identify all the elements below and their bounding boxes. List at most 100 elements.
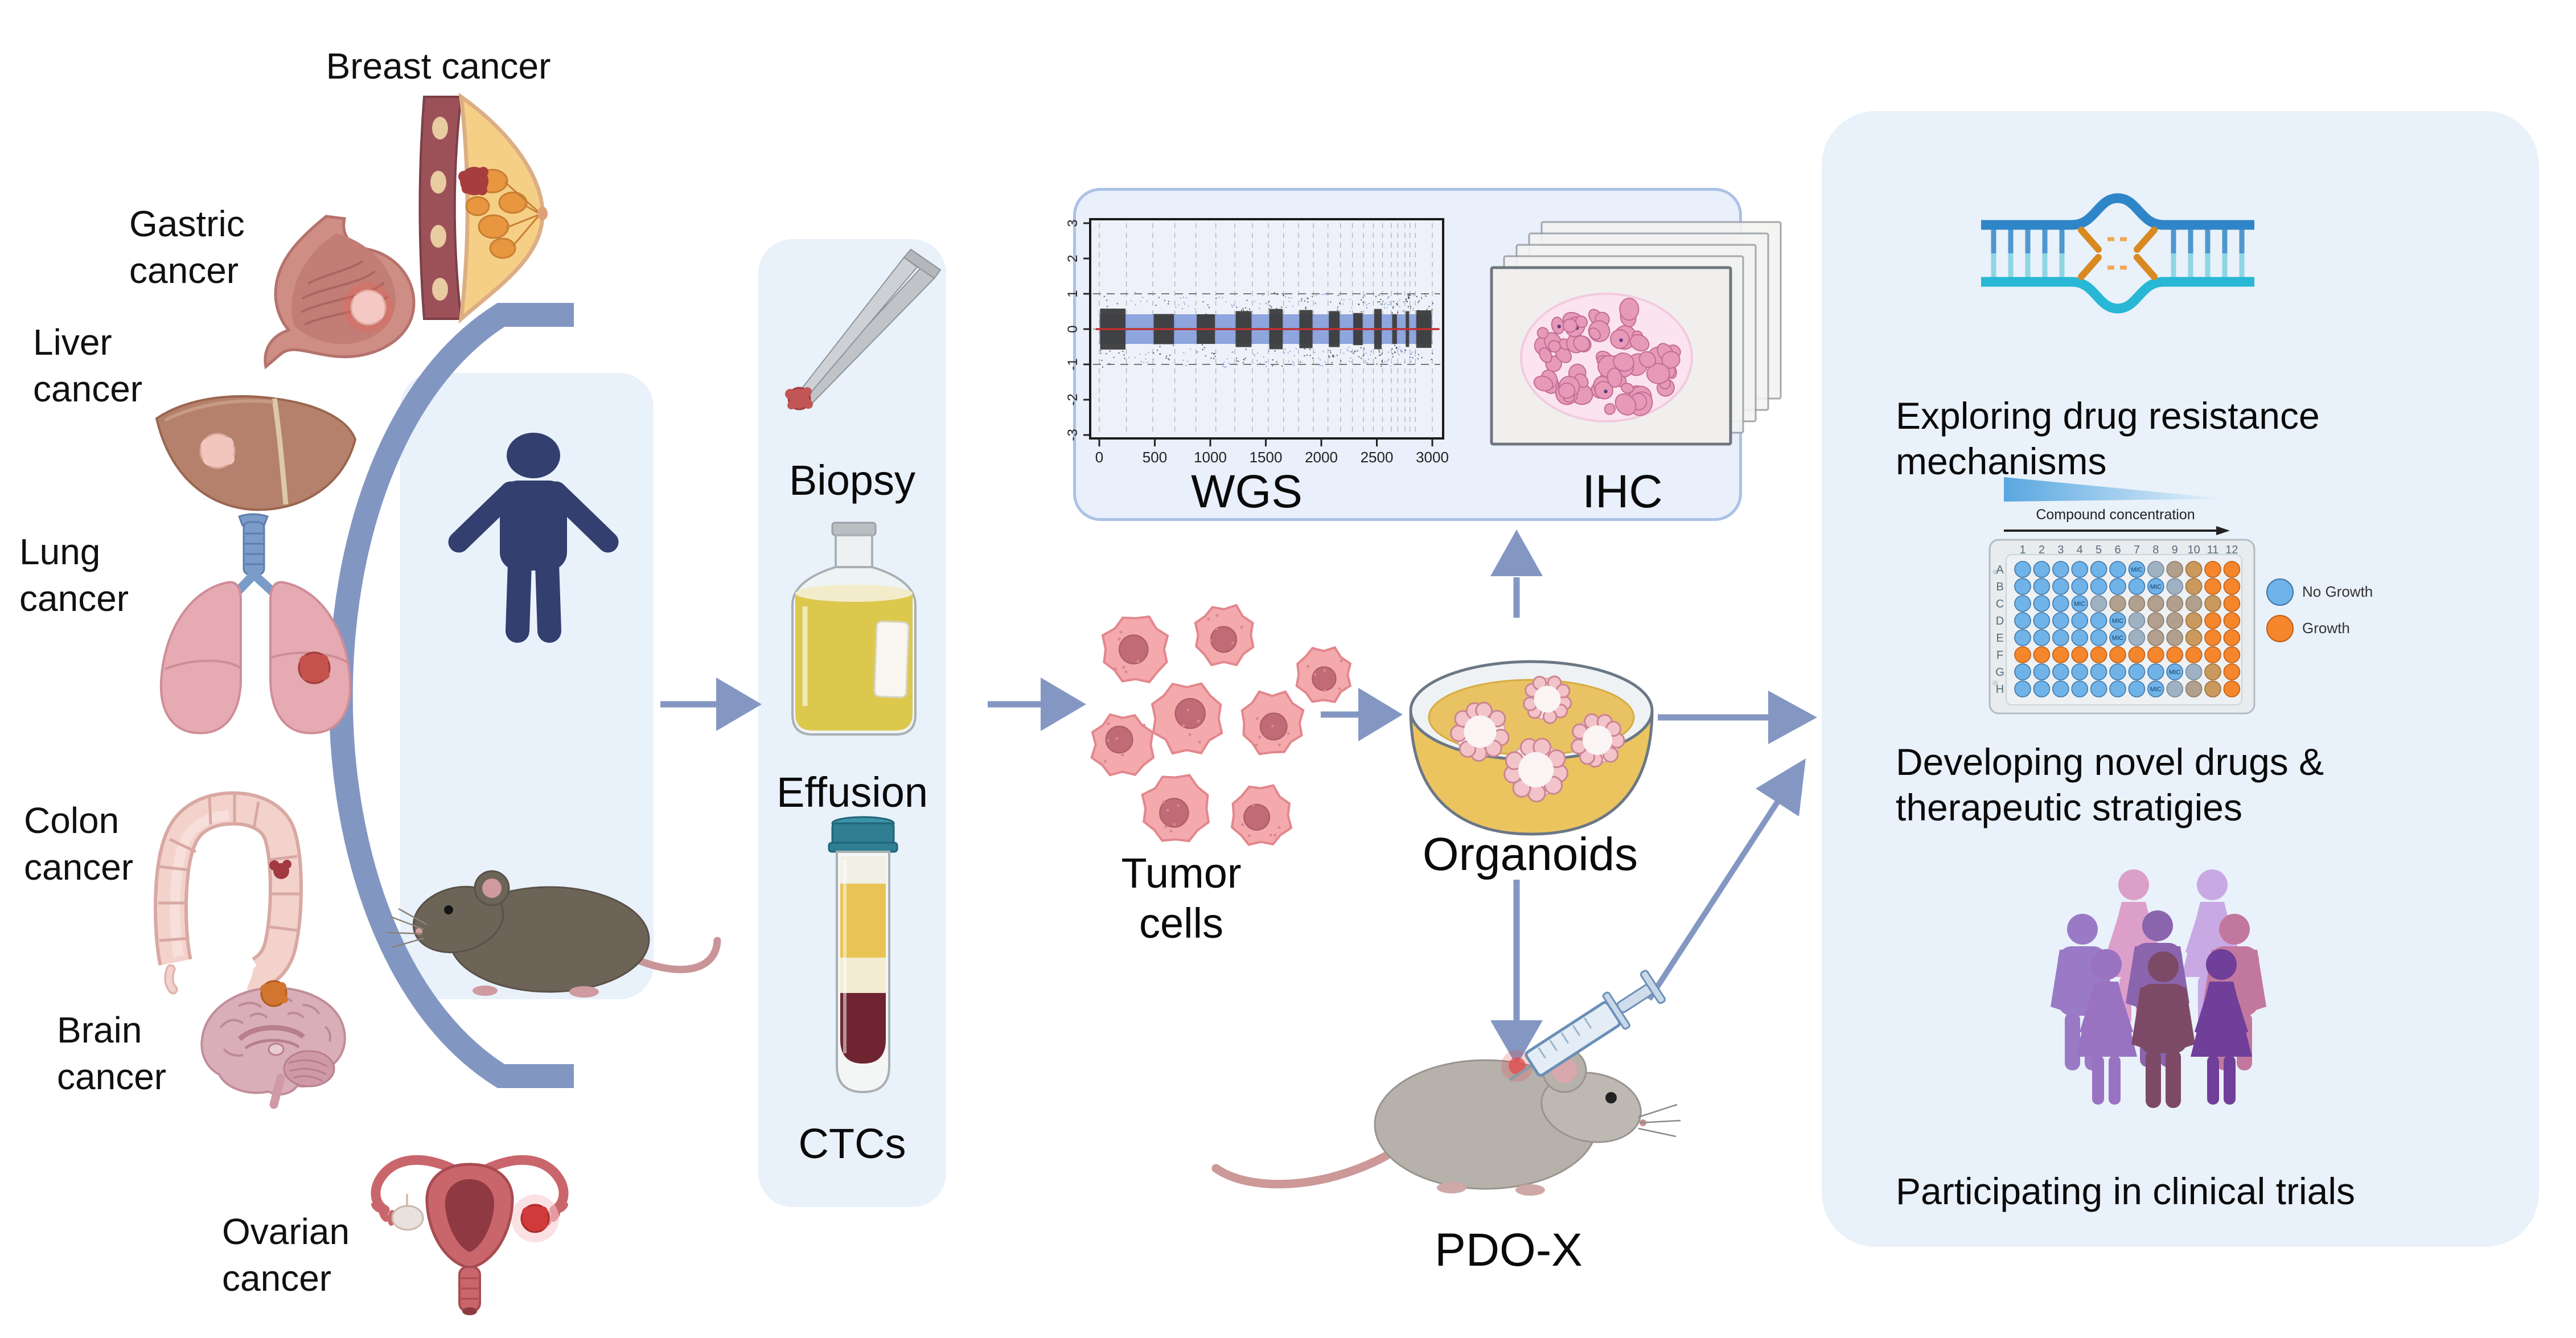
- svg-text:6: 6: [2114, 544, 2121, 556]
- well-H10: [2185, 680, 2203, 697]
- well-H3: [2052, 680, 2069, 697]
- organoids-dish-icon: [1409, 660, 1654, 836]
- svg-text:MIC: MIC: [2112, 635, 2123, 642]
- concentration-arrow: [2216, 526, 2230, 535]
- svg-text:B: B: [1996, 581, 2003, 593]
- well-C1: [2014, 595, 2031, 612]
- label-biopsy: Biopsy: [788, 457, 916, 504]
- svg-text:3000: 3000: [1416, 449, 1449, 466]
- well-C3: [2052, 595, 2069, 612]
- legend-label-0: No Growth: [2302, 583, 2373, 600]
- well-E4: [2071, 629, 2088, 646]
- svg-text:5: 5: [2096, 544, 2102, 556]
- well-F10: [2185, 646, 2203, 663]
- svg-text:500: 500: [1143, 449, 1167, 466]
- svg-text:10: 10: [2187, 544, 2200, 556]
- svg-text:MIC: MIC: [2074, 601, 2085, 608]
- svg-text:7: 7: [2134, 544, 2140, 556]
- well-C12: [2223, 595, 2241, 612]
- label-app-drug-resistance: Exploring drug resistance mechanisms: [1896, 395, 2320, 482]
- well-C2: [2033, 595, 2051, 612]
- well-G1: [2014, 663, 2031, 680]
- svg-text:MIC: MIC: [2169, 669, 2180, 676]
- dna-damage-icon: [1981, 193, 2254, 314]
- well-H11: [2204, 680, 2221, 697]
- well-A9: [2166, 561, 2183, 578]
- well-C9: [2166, 595, 2183, 612]
- svg-text:A: A: [1996, 564, 2004, 576]
- well-D12: [2223, 612, 2241, 629]
- well-C5: [2090, 595, 2107, 612]
- svg-text:C: C: [1996, 598, 2004, 610]
- well-D7: [2128, 612, 2146, 629]
- breast-cancer-icon: [418, 92, 548, 324]
- svg-text:1000: 1000: [1194, 449, 1227, 466]
- well-E6: [2109, 629, 2126, 646]
- well-F2: [2033, 646, 2051, 663]
- well-E11: [2204, 629, 2221, 646]
- label-app-novel-drugs: Developing novel drugs & therapeutic str…: [1896, 741, 2324, 828]
- well-B4: [2071, 578, 2088, 595]
- well-G4: [2071, 663, 2088, 680]
- well-H5: [2090, 680, 2107, 697]
- well-D6: [2109, 612, 2126, 629]
- colon-cancer-icon: [154, 791, 303, 998]
- well-C8: [2147, 595, 2164, 612]
- well-H8: [2147, 680, 2164, 697]
- well-E3: [2052, 629, 2069, 646]
- well-H2: [2033, 680, 2051, 697]
- svg-text:2500: 2500: [1361, 449, 1394, 466]
- well-D10: [2185, 612, 2203, 629]
- svg-text:8: 8: [2152, 544, 2159, 556]
- well-E2: [2033, 629, 2051, 646]
- well-F5: [2090, 646, 2107, 663]
- well-G12: [2223, 663, 2241, 680]
- well-B9: [2166, 578, 2183, 595]
- well-D3: [2052, 612, 2069, 629]
- well-A2: [2033, 561, 2051, 578]
- svg-text:1: 1: [2019, 544, 2026, 556]
- label-lung-cancer: Lung cancer: [19, 531, 129, 619]
- well-A7: [2128, 561, 2146, 578]
- legend-swatch-0: [2266, 578, 2294, 606]
- well-B5: [2090, 578, 2107, 595]
- label-tumor-cells: Tumor cells: [1121, 849, 1242, 947]
- svg-text:H: H: [1996, 683, 2004, 696]
- arrow-samples-to-cells: [988, 678, 1086, 731]
- svg-text:-3: -3: [1065, 429, 1080, 441]
- svg-text:G: G: [1995, 666, 2004, 679]
- liver-cancer-icon: [155, 395, 357, 511]
- well-A6: [2109, 561, 2126, 578]
- tumor-cells-icon: [1090, 604, 1352, 846]
- arrow-organoids-to-applications: [1658, 691, 1817, 744]
- ihc-slides-icon: [1490, 221, 1782, 446]
- well-A5: [2090, 561, 2107, 578]
- well-C11: [2204, 595, 2221, 612]
- well-D4: [2071, 612, 2088, 629]
- well-F3: [2052, 646, 2069, 663]
- well-E10: [2185, 629, 2203, 646]
- label-effusion: Effusion: [776, 769, 928, 816]
- well-D1: [2014, 612, 2031, 629]
- svg-text:0: 0: [1065, 325, 1080, 333]
- well-F9: [2166, 646, 2183, 663]
- syringe-icon: [1509, 970, 1666, 1081]
- well-E8: [2147, 629, 2164, 646]
- well-A11: [2204, 561, 2221, 578]
- gastric-cancer-icon: [264, 215, 416, 370]
- well-F11: [2204, 646, 2221, 663]
- well-E7: [2128, 629, 2146, 646]
- svg-text:2000: 2000: [1305, 449, 1338, 466]
- svg-text:MIC: MIC: [2150, 686, 2162, 693]
- arrow-organoids-to-pdox: [1490, 880, 1543, 1066]
- well-D2: [2033, 612, 2051, 629]
- effusion-bottle-icon: [791, 522, 917, 736]
- well-E5: [2090, 629, 2107, 646]
- label-ovarian-cancer: Ovarian cancer: [222, 1211, 350, 1299]
- svg-text:2: 2: [2039, 544, 2045, 556]
- well-D9: [2166, 612, 2183, 629]
- well-G5: [2090, 663, 2107, 680]
- well-A8: [2147, 561, 2164, 578]
- well-B3: [2052, 578, 2069, 595]
